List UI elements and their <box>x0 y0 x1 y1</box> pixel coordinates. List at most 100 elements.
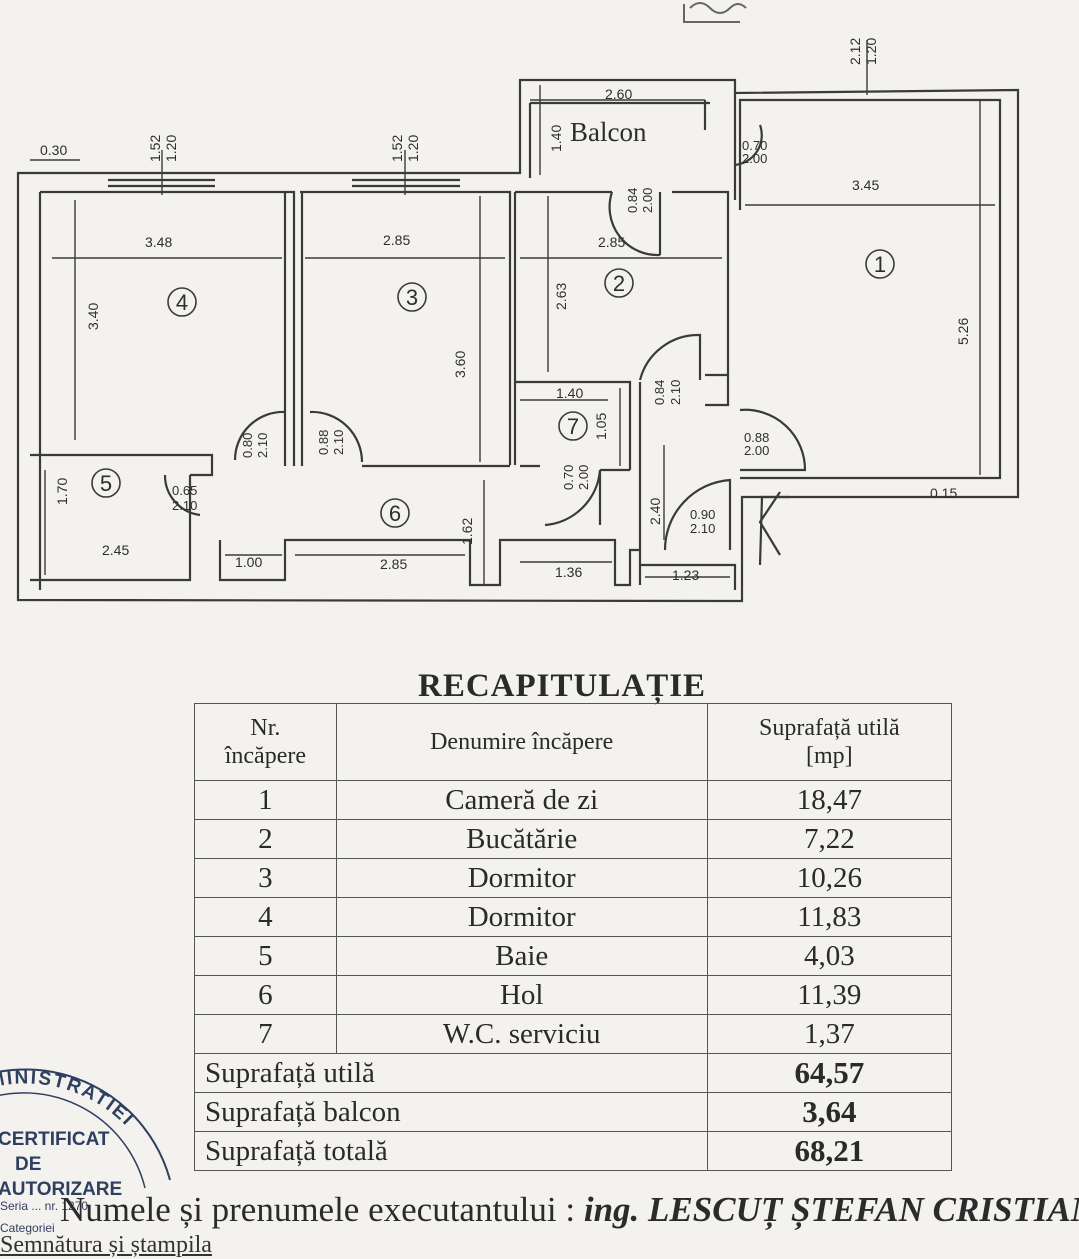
dim-label: 2.12 <box>847 38 863 65</box>
stamp-line3: AUTORIZARE <box>0 1179 122 1200</box>
dim-label: 2.63 <box>553 283 569 310</box>
dim-label: 0.88 <box>316 430 331 455</box>
room-name-cell: Cameră de zi <box>335 780 708 820</box>
room-area-cell: 18,47 <box>706 780 953 820</box>
room-number-3: 3 <box>406 285 418 310</box>
dim-label: 0.90 <box>690 507 715 522</box>
total-label: Suprafață balcon <box>194 1092 708 1132</box>
room-number-2: 2 <box>613 271 625 296</box>
dim-label: 1.05 <box>593 413 609 440</box>
room-name-cell: Dormitor <box>335 858 708 898</box>
dim-label: 3.40 <box>85 303 101 330</box>
dim-label: 2.00 <box>576 465 591 490</box>
signature-label: Semnătura și ștampila <box>0 1232 212 1258</box>
room-nr-cell: 2 <box>194 819 337 859</box>
dim-label: 1.62 <box>459 518 475 545</box>
dim-label: 1.20 <box>863 38 879 65</box>
dim-label: 2.85 <box>383 232 410 248</box>
room-nr-cell: 7 <box>194 1014 337 1054</box>
dim-label: 0.88 <box>744 430 769 445</box>
recap-title: RECAPITULAȚIE <box>418 668 707 704</box>
dim-label: 2.40 <box>647 498 663 525</box>
dim-label: 0.65 <box>172 483 197 498</box>
total-value: 64,57 <box>706 1053 953 1093</box>
room-number-7: 7 <box>567 414 579 439</box>
recap-table: Nr. încăpere Denumire încăpere Suprafață… <box>194 703 953 1171</box>
dim-label: 2.00 <box>640 188 655 213</box>
balcony-label: Balcon <box>570 117 647 147</box>
dim-label: 0.70 <box>561 465 576 490</box>
total-label: Suprafață utilă <box>194 1053 708 1093</box>
dim-label: 0.84 <box>625 188 640 213</box>
dim-label: 5.26 <box>955 318 971 345</box>
room-number-4: 4 <box>176 290 188 315</box>
room-nr-cell: 1 <box>194 780 337 820</box>
dim-label: 2.10 <box>668 380 683 405</box>
header-area-line1: Suprafață utilă <box>759 715 900 741</box>
room-area-cell: 11,39 <box>706 975 953 1015</box>
floor-plan: 1 2 3 4 5 6 7 Balcon 0.30 2.60 0.70 2.00… <box>16 38 1020 603</box>
room-area-cell: 11,83 <box>706 897 953 937</box>
room-nr-cell: 4 <box>194 897 337 937</box>
room-number-1: 1 <box>874 252 886 277</box>
room-area-cell: 10,26 <box>706 858 953 898</box>
dim-label: 1.20 <box>405 135 421 162</box>
dim-label: 1.36 <box>555 564 582 580</box>
dim-label: 3.45 <box>852 177 879 193</box>
dim-label: 1.70 <box>54 478 70 505</box>
executant-line: Numele și prenumele executantului : ing.… <box>60 1190 1079 1230</box>
dim-label: 2.10 <box>172 498 197 513</box>
room-name-cell: W.C. serviciu <box>335 1014 708 1054</box>
room-name-cell: Baie <box>335 936 708 976</box>
total-label: Suprafață totală <box>194 1131 708 1171</box>
stamp-line4: Seria ... nr. 1270 <box>0 1199 88 1213</box>
dim-label: 2.85 <box>598 234 625 250</box>
stamp-line5: Categoriei <box>0 1221 55 1235</box>
dim-label: 0.15 <box>930 485 957 501</box>
dim-label: 2.00 <box>744 443 769 458</box>
stamp-line1: CERTIFICAT <box>0 1129 110 1150</box>
dim-label: 2.45 <box>102 542 129 558</box>
official-stamp: MINISTRATIEI CERTIFICAT DE AUTORIZARE Se… <box>0 1067 171 1235</box>
room-area-cell: 1,37 <box>706 1014 953 1054</box>
room-name-cell: Dormitor <box>335 897 708 937</box>
header-area: Suprafață utilă [mp] <box>706 703 953 781</box>
dim-label: 2.10 <box>255 433 270 458</box>
dim-label: 1.23 <box>672 567 699 583</box>
header-area-line2: [mp] <box>806 743 853 769</box>
dim-label: 1.52 <box>147 135 163 162</box>
header-nr-line2: încăpere <box>224 743 306 769</box>
room-nr-cell: 3 <box>194 858 337 898</box>
room-name-cell: Bucătărie <box>335 819 708 859</box>
dim-label: 2.85 <box>380 556 407 572</box>
room-area-cell: 7,22 <box>706 819 953 859</box>
dim-label: 2.10 <box>331 430 346 455</box>
dim-label: 0.84 <box>652 380 667 405</box>
room-nr-cell: 5 <box>194 936 337 976</box>
dim-label: 3.48 <box>145 234 172 250</box>
dim-label: 1.40 <box>556 385 583 401</box>
dim-label: 1.20 <box>163 135 179 162</box>
header-nr-line1: Nr. <box>250 715 281 741</box>
header-room-name: Denumire încăpere <box>335 703 708 781</box>
room-number-5: 5 <box>100 471 112 496</box>
room-nr-cell: 6 <box>194 975 337 1015</box>
dim-label: 1.00 <box>235 554 262 570</box>
dim-label: 2.60 <box>605 86 632 102</box>
room-name-cell: Hol <box>335 975 708 1015</box>
dim-label: 3.60 <box>452 351 468 378</box>
table-header-row: Nr. încăpere Denumire încăpere Suprafață… <box>194 703 953 781</box>
dim-label: 0.70 <box>742 138 767 153</box>
total-value: 3,64 <box>706 1092 953 1132</box>
dim-label: 2.10 <box>690 521 715 536</box>
